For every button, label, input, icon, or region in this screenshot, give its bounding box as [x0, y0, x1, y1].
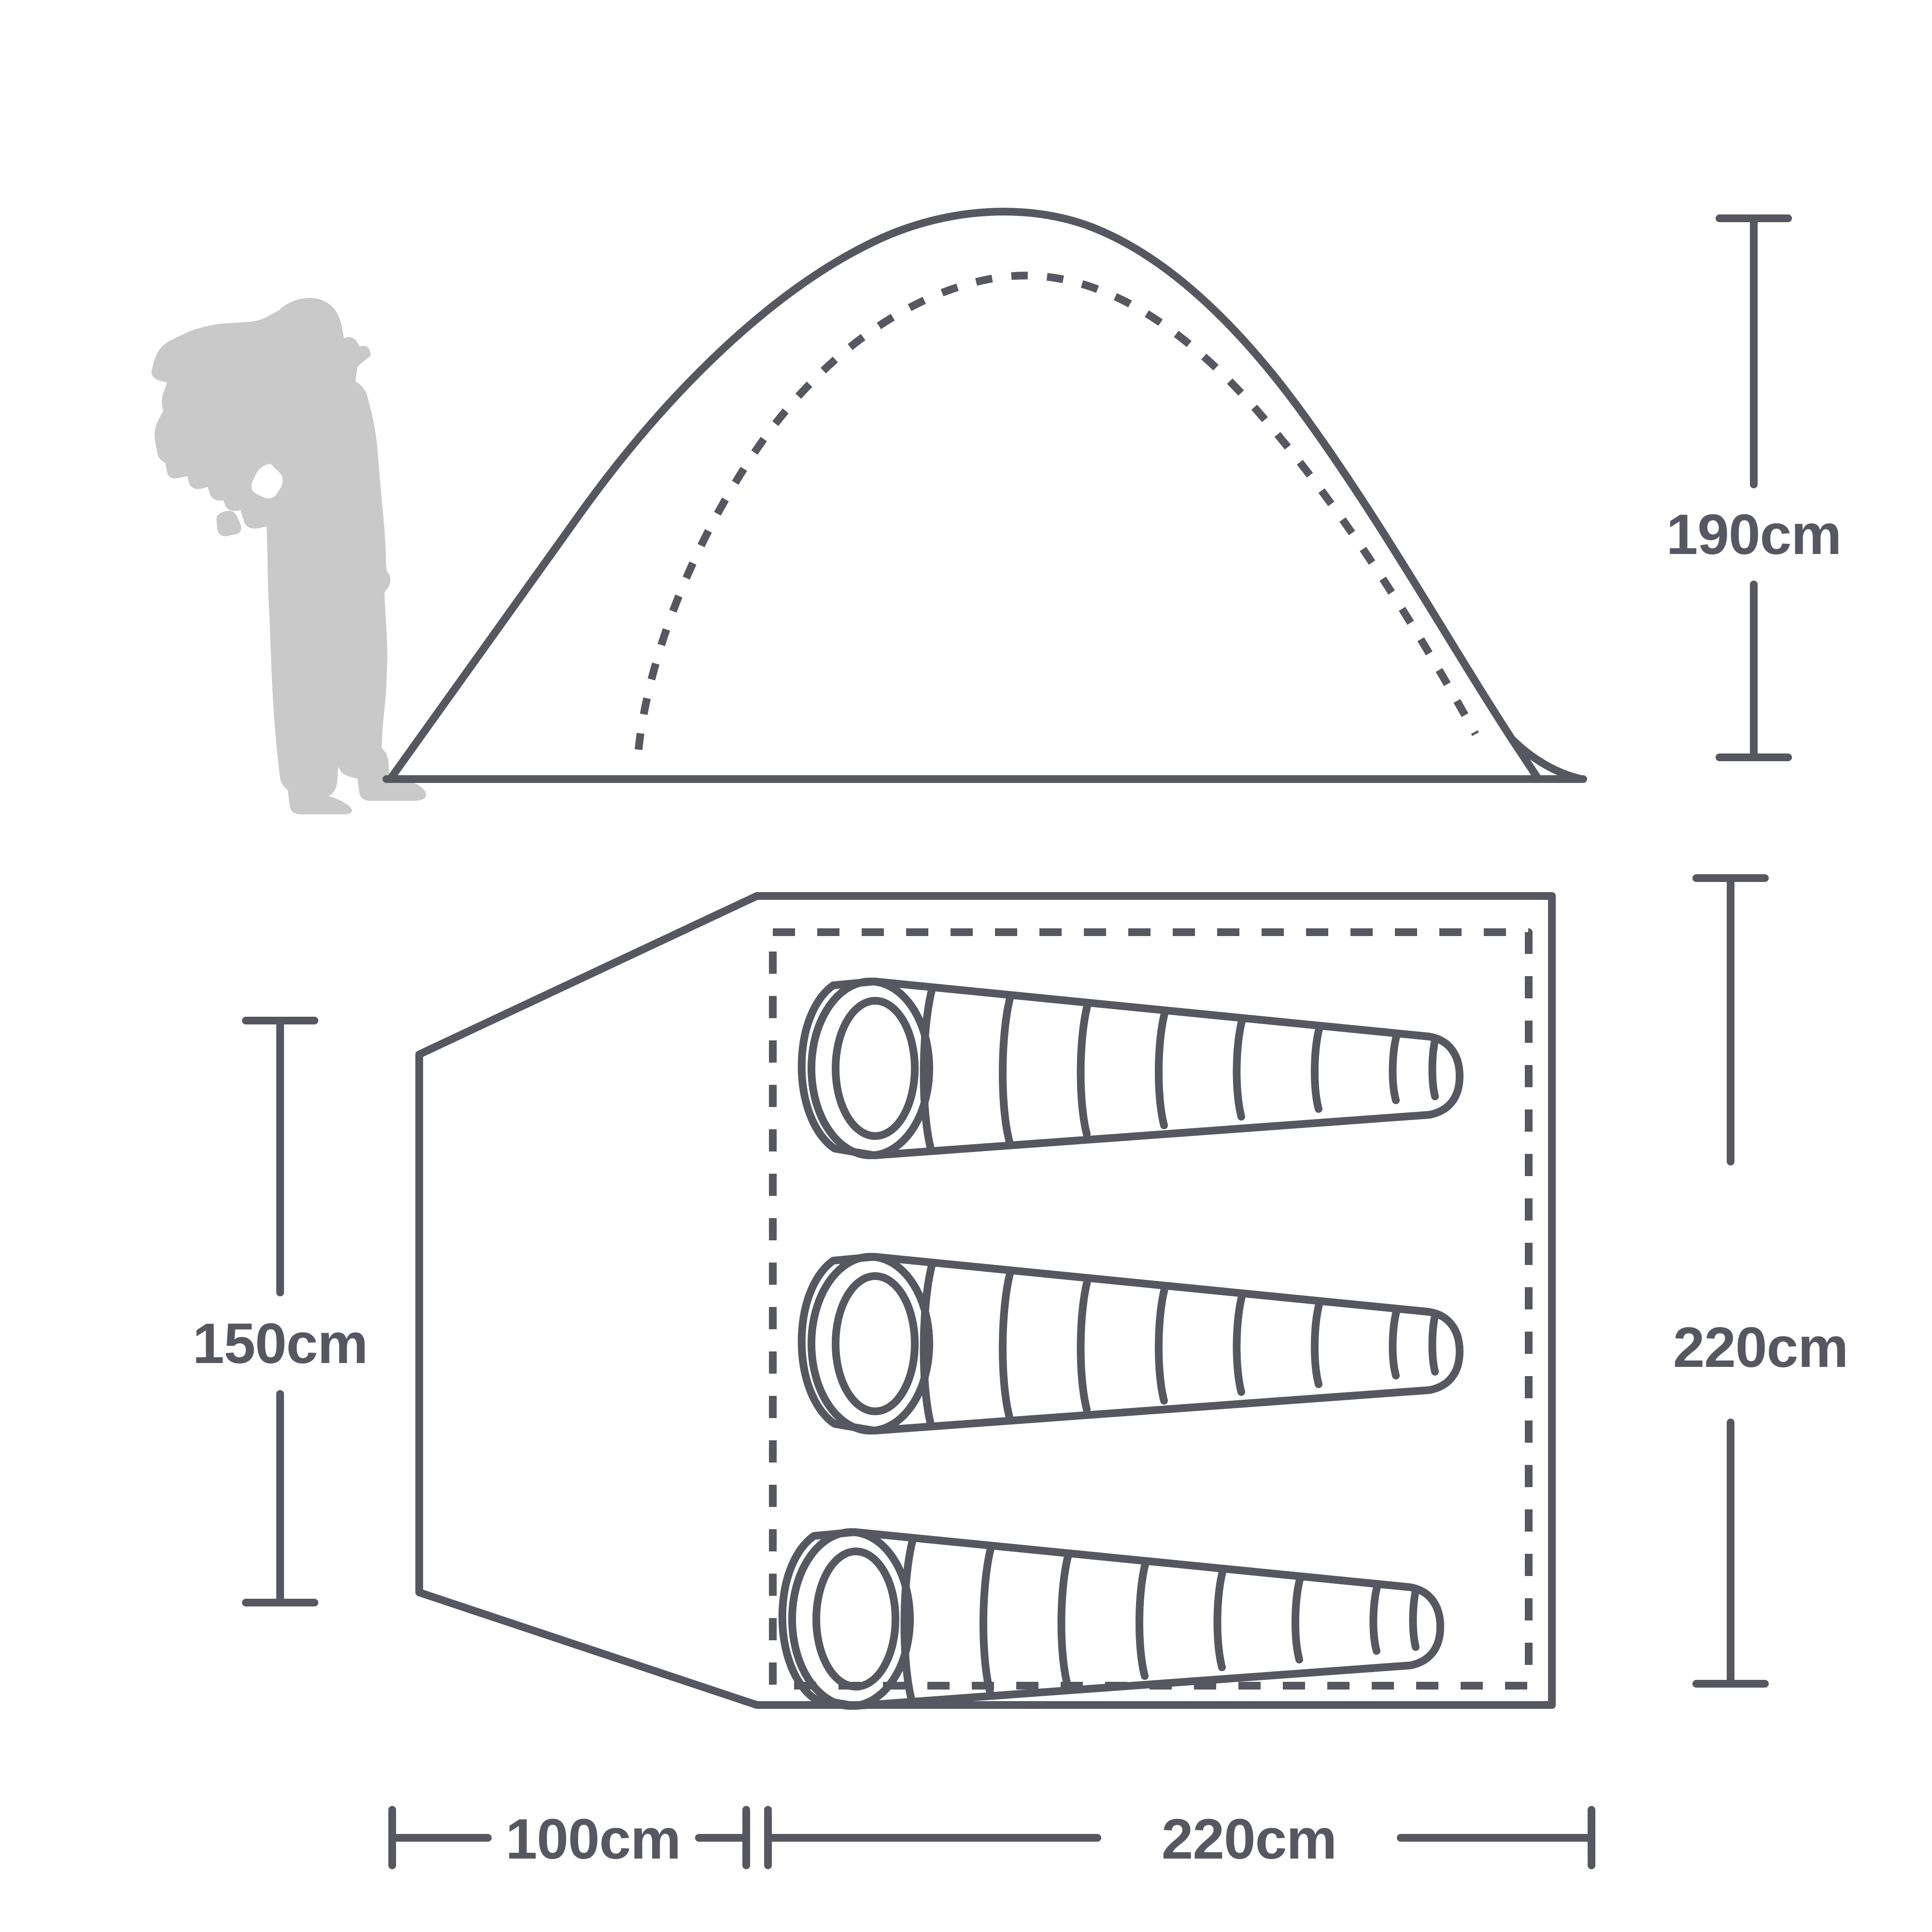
- sleeping-bag-2-opening-inner: [832, 1272, 919, 1415]
- sleeping-bag-3-baffle-4: [1136, 1559, 1150, 1680]
- inner-tent-dashed-arch: [635, 271, 1479, 750]
- sleeping-bag-2-baffle-7: [1389, 1306, 1401, 1379]
- sleeping-bag-3-baffle-6: [1291, 1574, 1304, 1663]
- dimension-label-220-bottom: 220cm: [1162, 1807, 1336, 1871]
- sleeping-bag-1-baffle-5: [1233, 1016, 1246, 1121]
- sleeping-bag-2-baffle-1: [920, 1260, 936, 1430]
- sleeping-bag-1-baffle-2: [999, 993, 1014, 1146]
- sleeping-bag-2-baffle-3: [1077, 1276, 1092, 1413]
- sleeping-bag-3-opening-inner: [812, 1548, 899, 1690]
- sleeping-bag-3-opening-outer: [788, 1528, 914, 1710]
- sleeping-bag-3-baffle-7: [1369, 1581, 1381, 1655]
- sleeping-bag-1-baffle-7: [1389, 1031, 1401, 1104]
- sleeping-bag-1-baffle-8: [1428, 1035, 1439, 1100]
- sleeping-bag-3-baffle-5: [1213, 1566, 1227, 1671]
- sleeping-bag-1: [797, 978, 1463, 1159]
- sleeping-bag-2-baffle-4: [1155, 1283, 1169, 1405]
- sleeping-bag-1-opening-outer: [808, 978, 933, 1159]
- sleeping-bag-1-baffle-3: [1077, 1000, 1092, 1138]
- tent-right-edge: [1508, 735, 1583, 782]
- dimension-height-190: [1716, 214, 1792, 761]
- sleeping-bags-group: [778, 978, 1463, 1710]
- sleeping-bag-2-baffle-6: [1310, 1299, 1323, 1388]
- sleeping-bag-3: [778, 1528, 1444, 1710]
- sleeping-bag-2: [797, 1253, 1463, 1435]
- dimension-label-220-right: 220cm: [1673, 1316, 1848, 1379]
- dimension-inner-220: [764, 1806, 1595, 1869]
- sleeping-bag-1-baffle-1: [920, 985, 936, 1154]
- tent-side-profile: [383, 208, 1587, 783]
- sleeping-bag-1-body: [797, 978, 1463, 1159]
- sleeping-bag-1-opening-inner: [832, 997, 919, 1140]
- dimension-vestibule-150: [242, 1017, 318, 1606]
- dimension-plan-220: [1692, 874, 1769, 1688]
- sleeping-bag-1-baffle-6: [1310, 1023, 1323, 1113]
- sleeping-bag-3-baffle-3: [1057, 1551, 1072, 1689]
- sleeping-bag-2-baffle-5: [1233, 1291, 1246, 1396]
- sleeping-bag-3-baffle-8: [1409, 1585, 1420, 1651]
- dimension-label-150: 150cm: [193, 1312, 368, 1376]
- sleeping-bag-2-opening-outer: [808, 1253, 933, 1435]
- sleeping-bag-2-body: [797, 1253, 1463, 1435]
- tent-outer-shell: [386, 208, 1542, 783]
- dimension-label-190: 190cm: [1666, 503, 1841, 567]
- sleeping-bag-2-baffle-8: [1428, 1310, 1439, 1376]
- sleeping-bag-3-baffle-2: [980, 1543, 995, 1696]
- sleeping-bag-1-baffle-4: [1155, 1008, 1169, 1129]
- sleeping-bag-2-baffle-2: [999, 1268, 1014, 1421]
- dimension-vestibule-100: [388, 1806, 750, 1869]
- sleeping-bag-3-body: [778, 1528, 1444, 1710]
- dimension-label-100: 100cm: [506, 1807, 681, 1871]
- sleeping-bag-3-baffle-1: [900, 1535, 917, 1705]
- hiker-silhouette: [151, 298, 426, 814]
